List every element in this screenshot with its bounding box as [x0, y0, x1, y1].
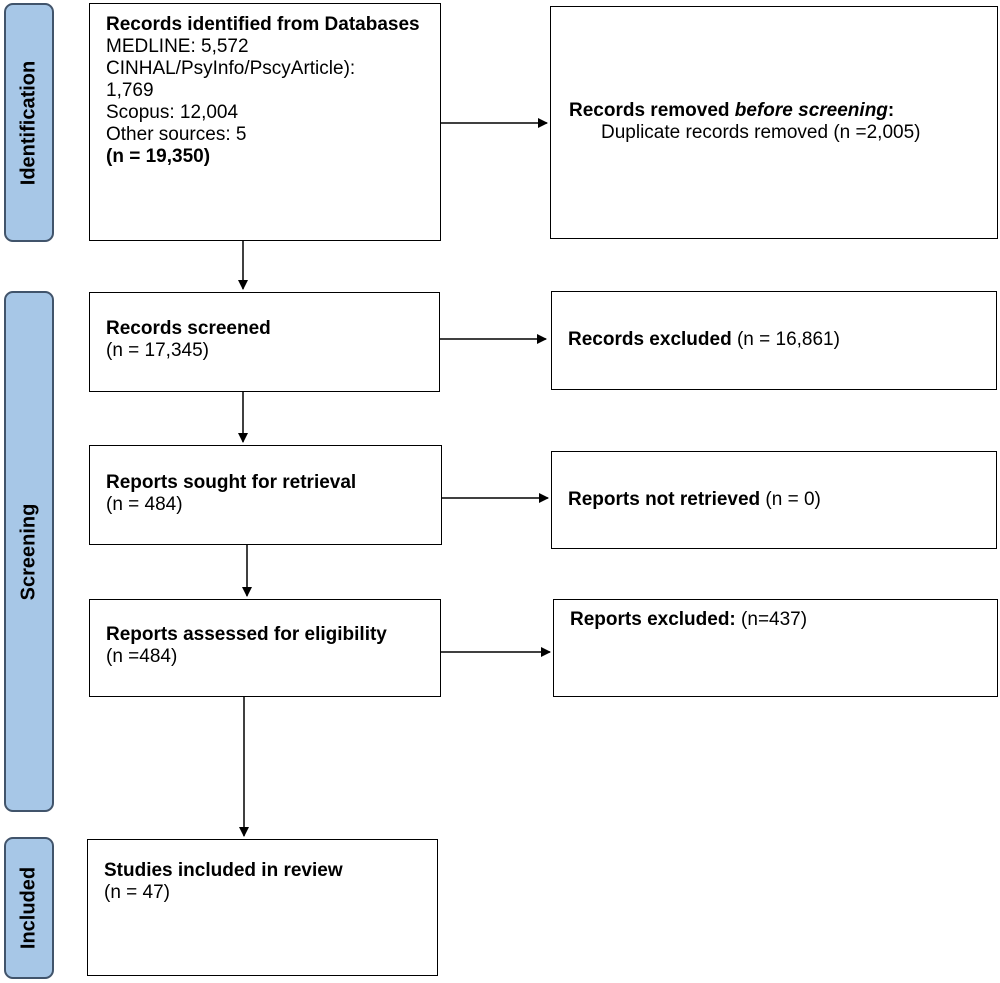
source-medline: MEDLINE: 5,572	[106, 36, 249, 57]
records-removed-box: Records removed before screening: Duplic…	[550, 6, 998, 239]
records-screened-box: Records screened (n = 17,345)	[89, 292, 440, 392]
records-excluded-box: Records excluded (n = 16,861)	[551, 291, 997, 390]
studies-included-title: Studies included in review	[104, 860, 343, 881]
studies-included-box: Studies included in review (n = 47)	[87, 839, 438, 976]
phase-bar-included: Included	[4, 837, 54, 979]
reports-sought-title: Reports sought for retrieval	[106, 472, 357, 493]
reports-assessed-count: (n =484)	[106, 646, 178, 667]
studies-included-count: (n = 47)	[104, 882, 171, 903]
phase-bar-identification: Identification	[4, 3, 54, 242]
reports-excluded-text: Reports excluded: (n=437)	[570, 609, 808, 630]
source-other: Other sources: 5	[106, 124, 247, 145]
reports-not-retrieved-box: Reports not retrieved (n = 0)	[551, 451, 997, 549]
reports-assessed-title: Reports assessed for eligibility	[106, 624, 387, 645]
records-screened-title: Records screened	[106, 318, 271, 339]
records-identified-title: Records identified from Databases	[106, 14, 420, 35]
phase-label-screening: Screening	[17, 503, 40, 600]
reports-sought-count: (n = 484)	[106, 494, 183, 515]
reports-not-retrieved-text: Reports not retrieved (n = 0)	[568, 489, 821, 510]
phase-label-identification: Identification	[17, 60, 40, 185]
reports-assessed-box: Reports assessed for eligibility (n =484…	[89, 599, 441, 697]
records-identified-box: Records identified from Databases MEDLIN…	[89, 3, 441, 241]
reports-excluded-box: Reports excluded: (n=437)	[553, 599, 998, 697]
phase-bar-screening: Screening	[4, 291, 54, 812]
reports-sought-box: Reports sought for retrieval (n = 484)	[89, 445, 442, 545]
phase-label-included: Included	[17, 866, 40, 950]
source-cinahl: CINHAL/PsyInfo/PscyArticle):	[106, 58, 356, 79]
records-identified-total: (n = 19,350)	[106, 146, 211, 167]
duplicates-removed: Duplicate records removed (n =2,005)	[601, 122, 921, 143]
records-removed-title: Records removed before screening:	[569, 100, 895, 121]
source-cinahl-count: 1,769	[106, 80, 154, 101]
records-excluded-text: Records excluded (n = 16,861)	[568, 329, 840, 350]
source-scopus: Scopus: 12,004	[106, 102, 239, 123]
records-screened-count: (n = 17,345)	[106, 340, 209, 361]
